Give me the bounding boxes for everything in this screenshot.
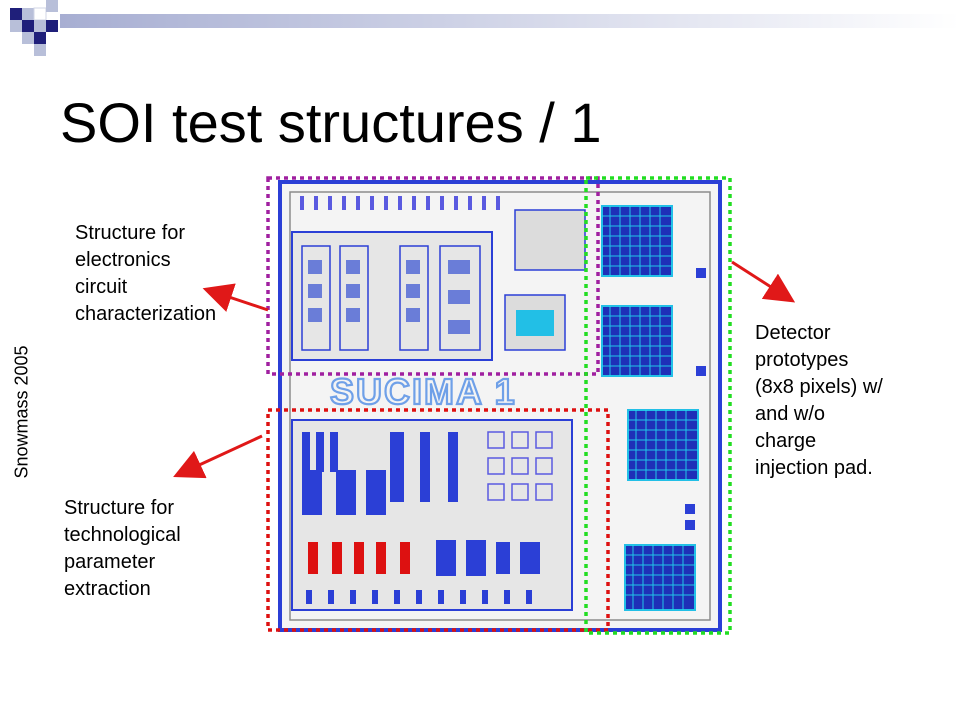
header-square <box>22 8 34 20</box>
annotation-line: characterization <box>75 303 217 325</box>
electronics-cells <box>301 245 481 351</box>
header-square <box>22 32 34 44</box>
mid-block-fill <box>516 310 554 336</box>
annotation-line: technological <box>64 524 181 546</box>
mid-block <box>514 209 586 271</box>
technology-red-structures <box>308 542 410 574</box>
electronics-region-frame <box>266 176 600 376</box>
annotation-line: prototypes <box>755 349 849 371</box>
header-square <box>46 20 58 32</box>
die-inner-frame <box>289 191 711 621</box>
annotation-line: extraction <box>64 578 151 600</box>
annotation-line: electronics <box>75 249 171 271</box>
annotation-line: and w/o <box>755 403 826 425</box>
header-square <box>10 8 22 20</box>
header-square <box>34 20 46 32</box>
slide-header-decoration <box>10 0 960 56</box>
chip-layout-image: SUCIMA 1 <box>266 176 732 635</box>
header-square <box>34 32 46 44</box>
annotation-line: Structure for <box>64 497 175 519</box>
annotation-line: injection pad. <box>755 457 873 479</box>
electronics-cell-fill <box>308 260 470 334</box>
technology-structures <box>302 432 458 515</box>
slide-title: SOI test structures / 1 <box>60 91 602 154</box>
bottom-pad-row <box>306 590 532 604</box>
detector-pixel-grid <box>602 206 698 610</box>
annotation-line: charge <box>755 430 817 452</box>
injection-pads <box>685 268 706 530</box>
pad-ring-top <box>300 196 500 210</box>
annotation-line: circuit <box>75 276 128 298</box>
technology-blue-structures <box>436 540 540 576</box>
annotation-detector: Detector prototypes (8x8 pixels) w/ and … <box>755 320 883 482</box>
annotation-technological: Structure for technological parameter ex… <box>64 495 181 603</box>
detector-region-frame <box>584 176 732 635</box>
annotation-line: Detector <box>755 322 831 344</box>
annotation-line: Structure for <box>75 222 186 244</box>
header-square <box>10 20 22 32</box>
header-square <box>34 44 46 56</box>
chip-logo-text: SUCIMA 1 <box>330 371 517 412</box>
header-square <box>33 7 47 21</box>
annotation-electronics: Structure for electronics circuit charac… <box>75 220 216 328</box>
technology-region-frame <box>266 408 610 632</box>
annotation-line: (8x8 pixels) w/ <box>755 376 883 398</box>
technology-transistor-grid <box>487 431 553 501</box>
header-gradient-bar <box>60 14 960 28</box>
side-label: Snowmass 2005 <box>11 345 32 479</box>
annotation-line: parameter <box>64 551 156 573</box>
header-square <box>46 0 58 12</box>
header-square <box>22 20 34 32</box>
